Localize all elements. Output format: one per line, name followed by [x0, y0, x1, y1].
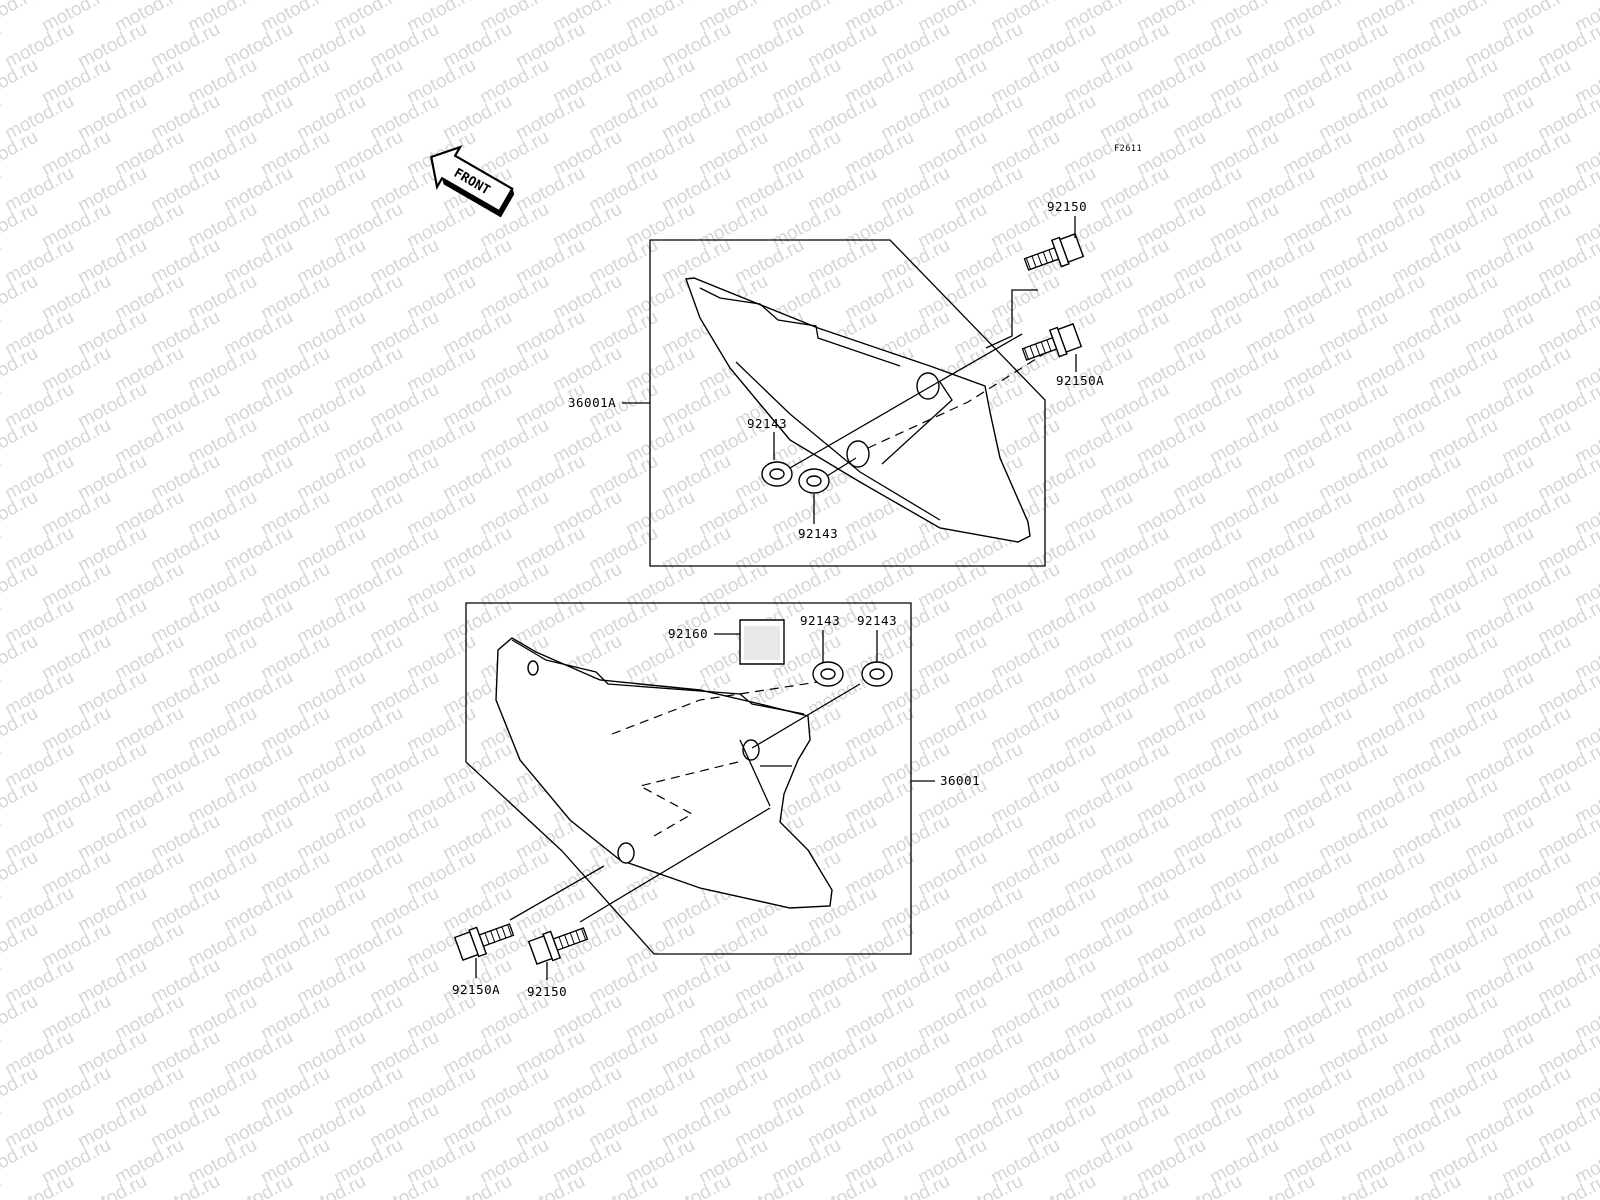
side-cover-left-inner: [735, 361, 941, 521]
watermark-text: motod.ru: [0, 163, 5, 217]
watermark-text: motod.ru: [1388, 1171, 1464, 1200]
boss-bracket: [881, 381, 953, 465]
watermark-text: motod.ru: [0, 523, 5, 577]
fasten-line-1: [751, 683, 861, 749]
watermark-text: motod.ru: [0, 1027, 5, 1081]
dashed-line-upper: [611, 681, 819, 735]
watermark-text: motod.ru: [0, 1171, 5, 1200]
watermark-text: motod.ru: [220, 1171, 296, 1200]
watermark-text: motod.ru: [439, 1171, 515, 1200]
watermark-text: motod.ru: [658, 1171, 734, 1200]
fasten-line-4: [739, 739, 771, 807]
watermark-text: motod.ru: [147, 1171, 223, 1200]
watermark-text: motod.ru: [1, 1171, 77, 1200]
label-92160: 92160: [668, 626, 708, 641]
dashed-line-zigzag: [638, 761, 739, 837]
watermark-text: motod.ru: [731, 1171, 807, 1200]
grommet-lower-right: [861, 661, 893, 687]
watermark-text: motod.ru: [0, 811, 5, 865]
watermark-text: motod.ru: [0, 379, 5, 433]
watermark-text: motod.ru: [0, 667, 5, 721]
fastener-line-lower: [826, 457, 857, 477]
grommet-upper-right: [798, 468, 830, 494]
mount-hole-mid: [742, 739, 760, 761]
watermark-text: motod.ru: [877, 1171, 953, 1200]
grommet-lower-left: [812, 661, 844, 687]
label-92143-upper: 92143: [747, 416, 787, 431]
watermark-text: motod.ru: [1169, 1171, 1245, 1200]
side-cover-right: [495, 637, 833, 909]
watermark-text: motod.ru: [0, 19, 5, 73]
bolt-right-icon: [527, 927, 589, 965]
watermark-text: motod.ru: [0, 451, 5, 505]
label-92150A-bottom: 92150A: [452, 982, 500, 997]
watermark-text: motod.ru: [366, 1171, 442, 1200]
upper-frame: [649, 239, 1046, 567]
side-cover-left-edge: [699, 287, 901, 367]
bolt-top-leader: [985, 289, 1038, 349]
watermark-text: motod.ru: [1461, 1171, 1537, 1200]
watermark-text: motod.ru: [585, 1171, 661, 1200]
label-92143-lower: 92143: [798, 526, 838, 541]
label-92150A-top: 92150A: [1056, 373, 1104, 388]
watermark-text: motod.ru: [0, 235, 5, 289]
watermark-text: motod.ru: [512, 1171, 588, 1200]
fasten-line-3: [579, 807, 771, 923]
bolt-left-icon: [453, 923, 515, 961]
fastener-line-upper: [789, 333, 1023, 469]
label-92143-right: 92143: [857, 613, 897, 628]
grommet-upper-left: [761, 461, 793, 487]
watermark-text: motod.ru: [804, 1171, 880, 1200]
watermark-text: motod.ru: [293, 1171, 369, 1200]
label-92150-bottom: 92150: [527, 984, 567, 999]
watermark-text: motod.ru: [950, 1171, 1026, 1200]
watermark-text: motod.ru: [0, 91, 5, 145]
upper-assembly: 92150 92150A 36001A 92143 92143: [568, 199, 1104, 567]
diagram-id: F2611: [1114, 144, 1142, 154]
watermark-text: motod.ru: [1242, 1171, 1318, 1200]
label-92143-left: 92143: [800, 613, 840, 628]
boss-upper: [916, 372, 940, 400]
bolt-lower-icon: [1021, 323, 1083, 361]
pad-92160-face: [744, 626, 780, 660]
watermark-text: motod.ru: [0, 739, 5, 793]
bolt-top-icon: [1023, 233, 1085, 271]
fastener-line-dashed: [867, 349, 1051, 449]
side-cover-right-edge: [511, 639, 805, 715]
label-36001: 36001: [940, 773, 980, 788]
watermark-text: motod.ru: [0, 883, 5, 937]
watermark-text: motod.ru: [1023, 1171, 1099, 1200]
boss-lower: [846, 440, 870, 468]
watermark-text: motod.ru: [0, 955, 5, 1009]
label-92150-top: 92150: [1047, 199, 1087, 214]
watermark-text: motod.ru: [0, 307, 5, 361]
fasten-line-2: [509, 865, 605, 921]
mount-hole-lower: [617, 842, 635, 864]
watermark-text: motod.ru: [0, 0, 42, 36]
watermark-text: motod.ru: [0, 1099, 5, 1153]
mount-hole-upper: [527, 660, 539, 676]
watermark-text: motod.ru: [0, 595, 5, 649]
label-36001A: 36001A: [568, 395, 616, 410]
lower-assembly: 92160 92143 92143 36001 92150A 92150: [452, 602, 980, 999]
side-cover-left: [685, 277, 1031, 543]
watermark-text: motod.ru: [1315, 1171, 1391, 1200]
watermark-text: motod.ru: [74, 1171, 150, 1200]
watermark-text: motod.ru: [1096, 1171, 1172, 1200]
lower-frame: [465, 602, 912, 955]
